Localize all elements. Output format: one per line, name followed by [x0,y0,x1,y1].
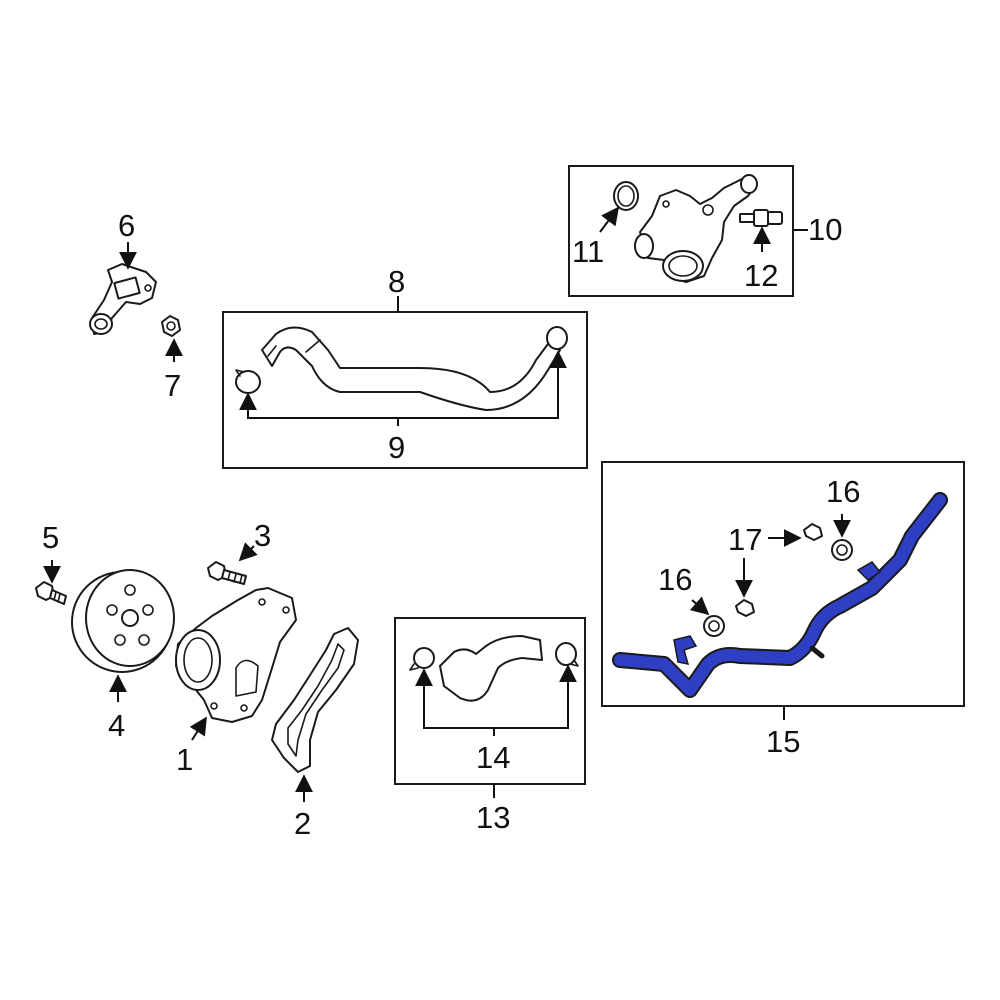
thermostat-housing-part[interactable] [89,263,157,335]
grommet-part-16b[interactable] [831,539,853,561]
bolt-part-17a[interactable] [735,599,755,617]
callout-4: 4 [108,708,125,743]
callout-7: 7 [164,368,181,403]
callout-2: 2 [294,806,311,841]
water-pump-part[interactable] [175,587,297,723]
hose-clamp-right-part[interactable] [546,326,568,350]
leader-3 [238,542,258,562]
callout-3: 3 [254,518,271,553]
callout-8: 8 [388,264,405,299]
callout-16b: 16 [826,474,860,509]
nut-part[interactable] [161,315,181,337]
pump-gasket-part[interactable] [271,627,359,773]
callout-14: 14 [476,740,510,775]
bolt-part-5[interactable] [35,581,67,605]
leader-14 [423,666,569,729]
callout-5: 5 [42,520,59,555]
pulley-part[interactable] [71,569,175,673]
gasket-o-ring-part[interactable] [613,181,639,211]
callout-11: 11 [572,234,604,269]
bypass-clamp-left-part[interactable] [409,647,435,671]
callout-6: 6 [118,208,135,243]
leader-11 [599,206,620,233]
callout-1: 1 [176,742,193,777]
callout-17: 17 [728,522,762,557]
bypass-clamp-right-part[interactable] [555,642,579,667]
callout-13: 13 [476,800,510,835]
bolt-part-3[interactable] [207,561,247,585]
coolant-hose-part[interactable] [261,326,561,411]
temperature-sensor-part[interactable] [739,209,783,227]
leader-16a [689,596,710,616]
group-box-13 [394,617,586,785]
water-outlet-part[interactable] [634,174,758,283]
group-box-8 [222,311,588,469]
water-pipe-part-highlighted[interactable] [612,492,948,698]
grommet-part-16a[interactable] [703,615,725,637]
callout-16a: 16 [658,562,692,597]
callout-10: 10 [808,212,842,247]
leader-1 [189,716,207,741]
callout-15: 15 [766,724,800,759]
bolt-part-17b[interactable] [803,523,823,541]
hose-clamp-left-part[interactable] [235,369,261,394]
callout-12: 12 [744,258,778,293]
callout-9: 9 [388,430,405,465]
bypass-hose-part[interactable] [439,635,543,702]
